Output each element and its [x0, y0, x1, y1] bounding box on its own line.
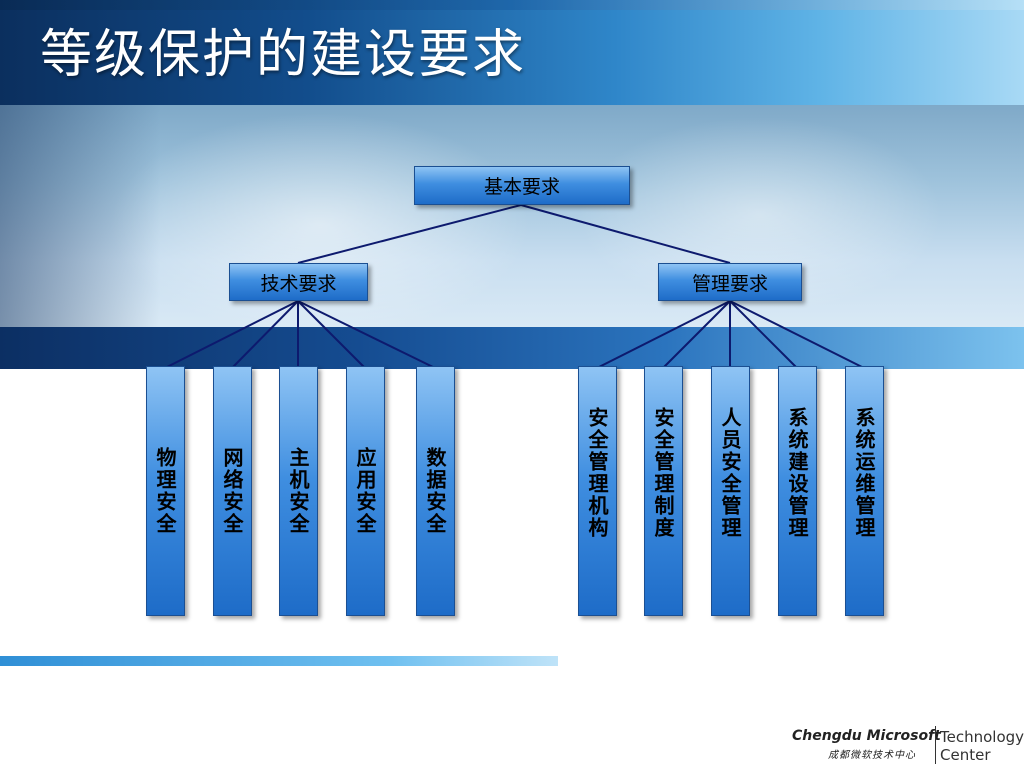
logo-technology: Technology [940, 728, 1024, 746]
connector-tech-5 [297, 300, 436, 369]
logo-center: Center [940, 746, 991, 764]
connector-mgmt-2 [662, 300, 731, 369]
node-personnel-security: 人员安全管理 [711, 366, 750, 616]
connector-tech-4 [297, 300, 366, 369]
node-management-requirements: 管理要求 [658, 263, 802, 301]
bottom-accent-stripe [0, 656, 558, 666]
background-photo-band [0, 105, 1024, 327]
logo-divider [935, 726, 936, 764]
node-security-organization: 安全管理机构 [578, 366, 617, 616]
title-band [0, 0, 1024, 105]
node-network-security: 网络安全 [213, 366, 252, 616]
node-host-security: 主机安全 [279, 366, 318, 616]
node-root: 基本要求 [414, 166, 630, 205]
node-application-security: 应用安全 [346, 366, 385, 616]
logo-chinese-name: 成都微软技术中心 [828, 750, 916, 761]
connector-mgmt-4 [729, 300, 798, 369]
connector-mgmt-1 [596, 300, 731, 369]
connector-tech-1 [164, 300, 299, 369]
connector-mgmt-5 [729, 300, 865, 369]
connector-tech-2 [231, 300, 299, 369]
logo-english-name: Chengdu Microsoft [792, 728, 941, 744]
node-technical-requirements: 技术要求 [229, 263, 368, 301]
node-system-construction: 系统建设管理 [778, 366, 817, 616]
node-physical-security: 物理安全 [146, 366, 185, 616]
slide-title: 等级保护的建设要求 [40, 25, 527, 85]
node-data-security: 数据安全 [416, 366, 455, 616]
connector-root-left [297, 204, 522, 264]
node-system-operations: 系统运维管理 [845, 366, 884, 616]
connector-root-right [520, 204, 731, 264]
node-security-policy: 安全管理制度 [644, 366, 683, 616]
